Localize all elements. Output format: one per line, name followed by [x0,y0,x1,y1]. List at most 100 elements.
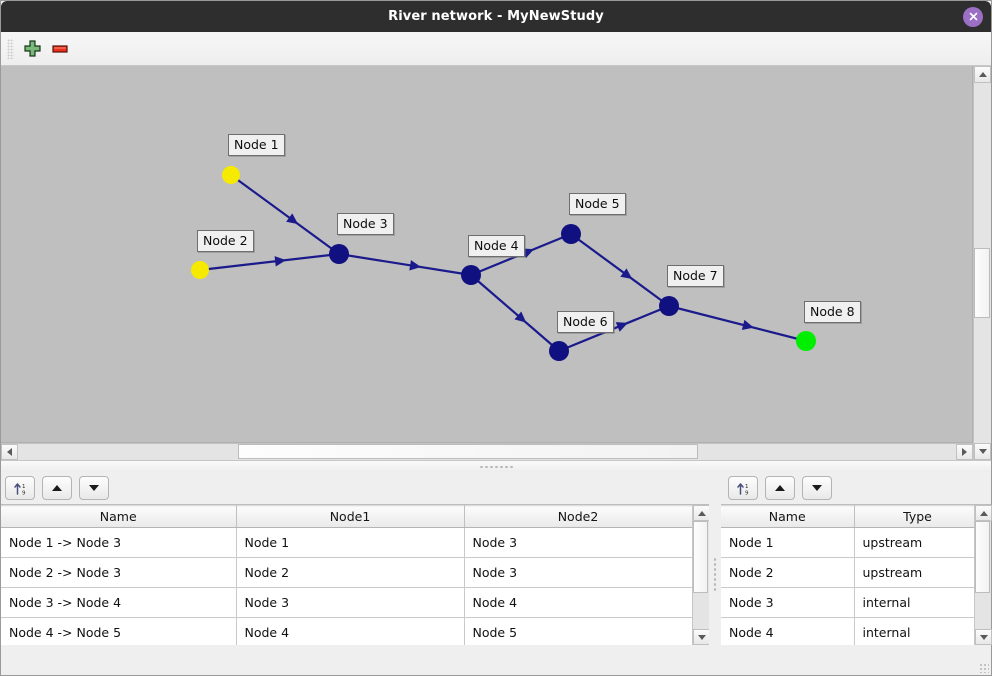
branches-move-up-button[interactable] [42,476,72,500]
node-cell[interactable]: internal [854,587,974,618]
branch-cell[interactable]: Node 1 -> Node 3 [1,527,237,558]
node-node6[interactable] [549,341,569,361]
edge-Node4-to-Node6[interactable] [470,274,560,352]
node-cell[interactable]: upstream [854,527,974,558]
branch-cell[interactable]: Node 4 -> Node 5 [1,617,237,645]
branch-cell[interactable]: Node 3 [236,587,465,618]
scroll-left-button[interactable] [1,444,18,460]
hscroll-track[interactable] [18,444,956,460]
node-node3[interactable] [329,244,349,264]
network-diagram-canvas[interactable]: Node 1 Node 2 Node 3 Node 4 Node 5 Node 6 Node… [1,66,973,443]
nodes-vertical-scrollbar[interactable] [974,505,992,645]
vscroll-thumb[interactable] [974,248,990,318]
node-node7[interactable] [659,296,679,316]
branches-scroll-up-button[interactable] [693,505,710,521]
node-label-node1[interactable]: Node 1 [228,134,285,156]
scroll-down-button[interactable] [974,443,991,460]
branches-footer [1,645,709,675]
branches-vscroll-thumb[interactable] [693,521,708,593]
node-cell[interactable]: Node 1 [721,527,855,558]
branch-cell[interactable]: Node 2 -> Node 3 [1,557,237,588]
node-label-node7[interactable]: Node 7 [667,265,724,287]
nodes-sort-button[interactable]: 1 9 [728,476,758,500]
horizontal-splitter[interactable] [1,460,991,472]
nodes-move-up-button[interactable] [765,476,795,500]
branch-cell[interactable]: Node 5 [464,617,692,645]
column-header-name[interactable]: Name [1,505,237,528]
column-header-name[interactable]: Name [721,505,855,528]
edge-Node2-to-Node3[interactable] [199,252,340,272]
nodes-scroll-down-button[interactable] [975,629,992,645]
canvas-horizontal-scrollbar[interactable] [1,443,973,460]
nodes-vscroll-thumb[interactable] [975,521,990,593]
branches-scroll-down-button[interactable] [693,629,710,645]
branches-sort-button[interactable]: 1 9 [5,476,35,500]
node-label-node5[interactable]: Node 5 [569,193,626,215]
node-node5[interactable] [561,224,581,244]
branch-cell[interactable]: Node 2 [236,557,465,588]
node-cell[interactable]: Node 2 [721,557,855,588]
node-label-node4[interactable]: Node 4 [468,235,525,257]
branch-cell[interactable]: Node 4 [236,617,465,645]
hscroll-thumb[interactable] [238,444,698,459]
branch-cell[interactable]: Node 1 [236,527,465,558]
node-label-node6[interactable]: Node 6 [557,311,614,333]
branch-cell[interactable]: Node 3 [464,557,692,588]
edge-arrow-icon [741,319,754,330]
nodes-scroll-up-button[interactable] [975,505,992,521]
toolbar-drag-handle[interactable] [7,38,14,59]
branch-cell[interactable]: Node 3 -> Node 4 [1,587,237,618]
node-node1[interactable] [222,166,240,184]
edge-Node3-to-Node4[interactable] [338,252,472,277]
edge-Node1-to-Node3[interactable] [230,174,340,255]
branches-vertical-scrollbar[interactable] [692,505,710,645]
node-cell[interactable]: Node 4 [721,617,855,645]
column-header-type[interactable]: Type [854,505,974,528]
branches-move-down-button[interactable] [79,476,109,500]
edge-arrow-icon [274,256,287,267]
node-node2[interactable] [191,261,209,279]
edge-Node6-to-Node7[interactable] [558,304,670,353]
splitter-grip-icon [479,464,513,469]
column-header-node1[interactable]: Node1 [236,505,465,528]
branch-cell[interactable]: Node 4 [464,587,692,618]
nodes-vscroll-track[interactable] [975,521,991,629]
column-header-node2[interactable]: Node2 [464,505,692,528]
scroll-right-button[interactable] [956,444,973,460]
vertical-splitter[interactable] [709,472,721,675]
add-node-button[interactable] [18,36,46,62]
remove-node-button[interactable] [46,36,74,62]
node-label-node2[interactable]: Node 2 [197,230,254,252]
node-label-node8[interactable]: Node 8 [804,301,861,323]
close-icon[interactable] [963,6,983,27]
branches-vscroll-track[interactable] [693,521,709,629]
node-cell[interactable]: Node 3 [721,587,855,618]
edge-Node7-to-Node8[interactable] [668,304,807,343]
node-cell[interactable]: internal [854,617,974,645]
node-label-node3[interactable]: Node 3 [337,213,394,235]
scroll-up-button[interactable] [974,66,991,83]
node-cell[interactable]: upstream [854,557,974,588]
node-node8[interactable] [796,331,816,351]
canvas-vertical-scrollbar[interactable] [973,66,991,460]
branches-toolbar: 1 9 [1,472,709,504]
node-node4[interactable] [461,265,481,285]
nodes-move-down-button[interactable] [802,476,832,500]
branch-cell[interactable]: Node 3 [464,527,692,558]
window-resize-grip[interactable] [979,663,989,673]
vscroll-track[interactable] [974,83,991,443]
edge-Node5-to-Node7[interactable] [570,233,670,307]
